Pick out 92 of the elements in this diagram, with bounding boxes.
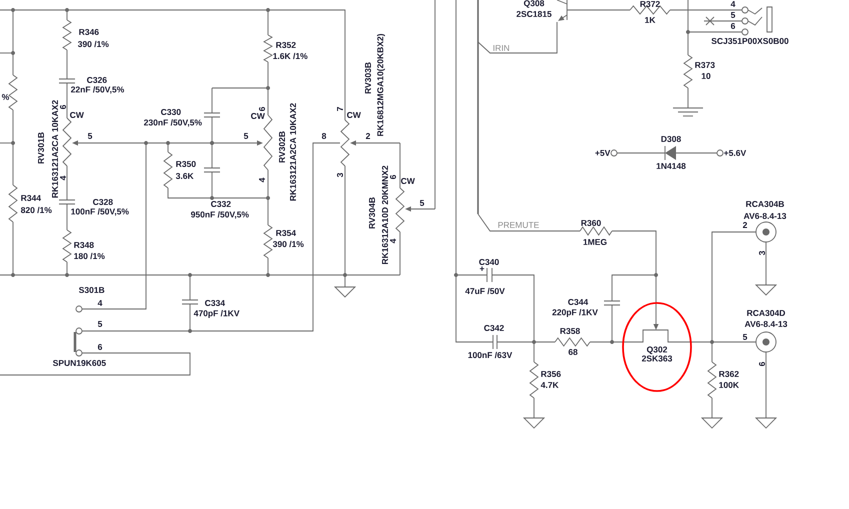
pin-label: CW: [251, 113, 265, 119]
pin-label: CW: [401, 178, 415, 184]
pin-number: 5: [244, 133, 248, 139]
part-number: RK16312A10D 20KMNX2: [382, 166, 388, 264]
pin-number: 4: [259, 178, 265, 182]
pin-number: 5: [420, 200, 424, 206]
component-value: 22nF /50V,5%: [71, 86, 124, 94]
component-label: C326: [87, 77, 107, 84]
part-number: 1N4148: [656, 163, 686, 169]
component-label: R352: [276, 42, 296, 48]
net-label: IRIN: [494, 45, 509, 51]
component-value: 180 /1%: [74, 252, 105, 260]
component-value: 230nF /50V,5%: [144, 119, 202, 127]
part-number: 2SC1815: [516, 11, 552, 17]
component-label: C334: [205, 300, 225, 306]
part-number: SCJ351P00XS0B00: [712, 38, 788, 44]
pin-number: 6: [259, 106, 265, 112]
component-label: RV303B: [365, 62, 372, 94]
component-value: 390 /1%: [272, 240, 304, 248]
pin-number: 4: [730, 1, 736, 7]
component-label: R354: [276, 230, 296, 236]
component-label: R373: [695, 62, 715, 68]
component-label: R346: [79, 29, 99, 36]
component-label: RV304B: [369, 197, 376, 228]
pin-number: 3: [759, 250, 766, 256]
pin-number: 5: [730, 12, 736, 18]
pin-number: 5: [88, 133, 92, 139]
component-value: 950nF /50V,5%: [191, 211, 249, 219]
pin-number: 2: [366, 133, 370, 139]
component-value: 100nF /50V,5%: [71, 208, 129, 216]
part-number: RK163121A2CA 10KAX2: [52, 100, 58, 198]
component-value: 820 /1%: [20, 206, 52, 214]
part-number: RK163121A2CA 10KAX2: [290, 103, 296, 201]
pin-number: 6: [98, 344, 102, 350]
component-label: C344: [568, 299, 588, 306]
component-value: 390 /1%: [78, 40, 109, 48]
component-value: 100nF /63V: [468, 352, 512, 358]
part-number: RK16812MGA10(20KBX2): [377, 34, 385, 136]
pin-number: 4: [60, 176, 66, 180]
component-label: R350: [176, 161, 196, 168]
pin-label: CW: [70, 112, 84, 118]
component-label: C332: [211, 201, 231, 208]
polarity-mark: +: [480, 266, 484, 271]
component-value: 68: [568, 349, 578, 355]
part-number: SPUN19K605: [52, 360, 106, 366]
part-number: AV6-8.4-13: [744, 213, 786, 220]
pin-number: 6: [759, 362, 765, 366]
pin-number: 5: [98, 321, 102, 327]
component-label: R356: [541, 371, 561, 378]
component-value: 220pF /1KV: [552, 309, 598, 317]
pin-label: CW: [347, 112, 361, 118]
component-label: C340: [479, 259, 499, 266]
component-label: R372: [640, 1, 660, 8]
component-value: 100K: [719, 382, 739, 388]
pin-number: 5: [742, 334, 748, 340]
pin-number: 2: [742, 222, 748, 228]
net-label: PREMUTE: [498, 222, 539, 228]
component-label: R348: [74, 242, 94, 248]
component-label: RCA304B: [746, 201, 784, 208]
pin-number: 4: [390, 238, 396, 244]
component-value: 3.6K: [176, 173, 194, 180]
component-label: C328: [93, 199, 113, 206]
component-label: C342: [484, 325, 504, 332]
component-label: D308: [661, 136, 681, 142]
component-value: 1K: [645, 17, 656, 23]
pin-number: 4: [98, 300, 102, 306]
component-label: Q308: [524, 0, 544, 8]
component-label: R344: [21, 195, 41, 202]
component-label: RV301B: [38, 132, 44, 164]
component-value: 1.6K /1%: [273, 52, 308, 60]
component-label: R362: [719, 371, 739, 378]
part-number: AV6-8.4-13: [744, 321, 788, 328]
component-label: R360: [581, 220, 601, 226]
component-value: 47uF /50V: [465, 288, 505, 294]
component-label: S301B: [78, 287, 104, 294]
pin-number: 3: [337, 172, 344, 178]
component-value: %: [2, 94, 10, 100]
component-value: 1MEG: [584, 239, 607, 245]
pin-number: 6: [60, 104, 66, 110]
pin-number: 7: [337, 107, 343, 111]
component-label: RV302B: [279, 131, 286, 162]
pin-number: 6: [730, 23, 736, 29]
pin-number: 8: [322, 133, 326, 139]
component-value: 4.7K: [540, 382, 559, 388]
pin-number: 6: [390, 174, 396, 180]
component-label: C330: [161, 109, 181, 116]
supply-label: +5V: [595, 150, 610, 156]
component-label: R358: [560, 328, 580, 334]
component-label: RCA304D: [747, 310, 786, 316]
supply-label: +5.6V: [724, 150, 746, 156]
component-value: 470pF /1KV: [194, 310, 240, 318]
component-value: 10: [702, 73, 710, 79]
